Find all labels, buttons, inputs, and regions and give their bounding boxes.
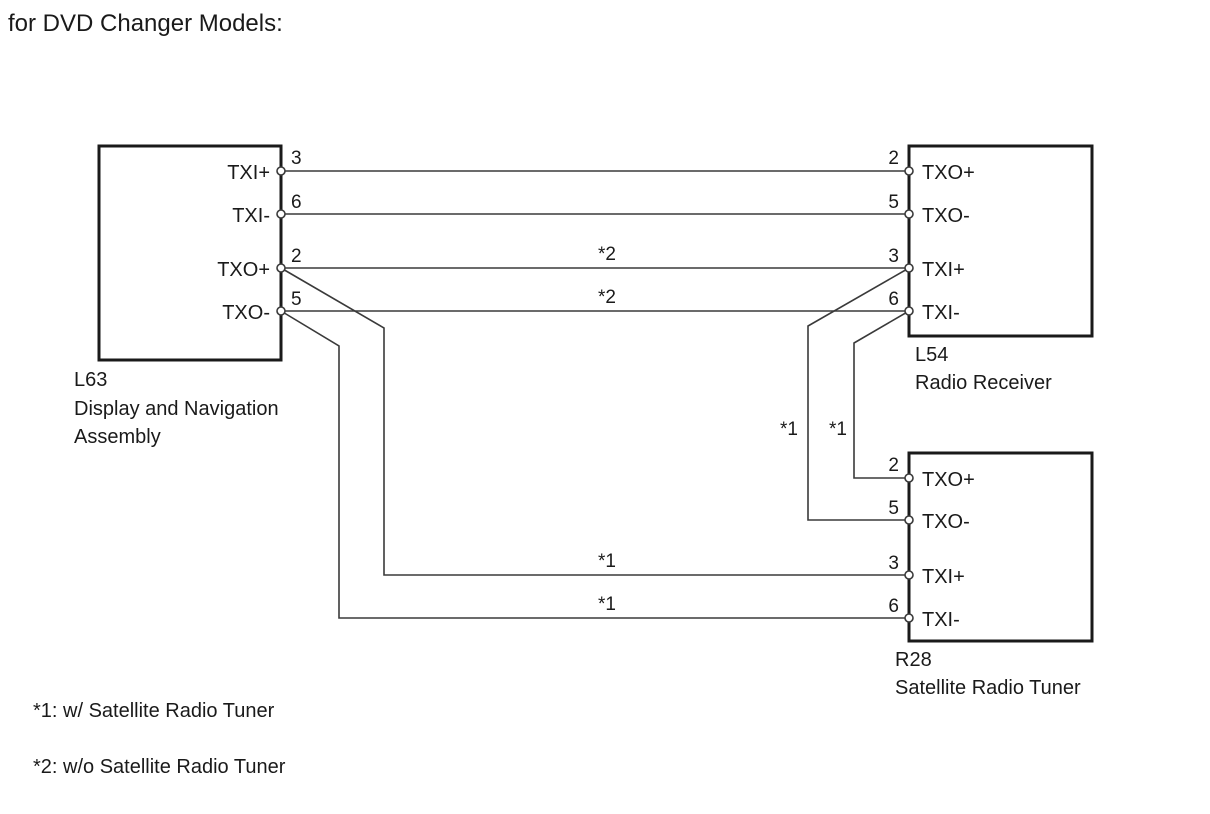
wire-mark-l63-r28-txo-plus: *1 xyxy=(598,551,616,572)
l54-signal-txo-minus: TXO- xyxy=(922,205,970,227)
l63-terminal-2 xyxy=(276,263,286,273)
r28-signal-txi-minus: TXI- xyxy=(922,609,960,631)
r28-name: Satellite Radio Tuner xyxy=(895,677,1081,699)
footnote-1: *1: w/ Satellite Radio Tuner xyxy=(33,700,275,722)
wire-l63-txo-minus-to-r28-txi-minus xyxy=(280,310,909,619)
r28-pin-3: 3 xyxy=(888,553,899,574)
wire-mark-l54-r28-txi-minus: *1 xyxy=(829,419,847,440)
l63-pin-6: 6 xyxy=(291,192,302,213)
r28-pin-2: 2 xyxy=(888,455,899,476)
r28-terminal-labels: TXO+ TXO- TXI+ TXI- 2 5 3 6 xyxy=(888,455,974,631)
r28-terminal-5 xyxy=(904,515,914,525)
diagram-title: for DVD Changer Models: xyxy=(8,10,283,37)
l63-box xyxy=(97,144,283,362)
l54-terminal-6 xyxy=(904,306,914,316)
l63-name-line2: Assembly xyxy=(74,426,161,448)
l54-name: Radio Receiver xyxy=(915,372,1052,394)
l54-signal-txi-minus: TXI- xyxy=(922,302,960,324)
footnote-2: *2: w/o Satellite Radio Tuner xyxy=(33,756,286,778)
wire-l63-txo-plus-to-r28-txi-plus xyxy=(280,267,909,576)
wire-mark-l63-r28-txo-minus: *1 xyxy=(598,594,616,615)
r28-code: R28 xyxy=(895,649,932,671)
r28-terminal-2 xyxy=(904,473,914,483)
l63-pin-2: 2 xyxy=(291,246,302,267)
l54-pin-3: 3 xyxy=(888,246,899,267)
l63-terminal-labels: TXI+ TXI- TXO+ TXO- 3 6 2 5 xyxy=(217,148,301,324)
terminals xyxy=(276,166,914,623)
wire-mark-l63-l54-txo-minus: *2 xyxy=(598,287,616,308)
r28-pin-6: 6 xyxy=(888,596,899,617)
l63-pin-3: 3 xyxy=(291,148,302,169)
l54-signal-txi-plus: TXI+ xyxy=(922,259,965,281)
l54-terminal-2 xyxy=(904,166,914,176)
l63-pin-5: 5 xyxy=(291,289,302,310)
wire-marks: *2 *2 *1 *1 *1 *1 xyxy=(598,244,847,615)
r28-pin-5: 5 xyxy=(888,498,899,519)
l54-terminal-5 xyxy=(904,209,914,219)
wires xyxy=(280,170,910,619)
r28-signal-txi-plus: TXI+ xyxy=(922,566,965,588)
l63-signal-txo-plus: TXO+ xyxy=(217,259,270,281)
r28-signal-txo-plus: TXO+ xyxy=(922,469,975,491)
r28-terminal-6 xyxy=(904,613,914,623)
l63-signal-txi-minus: TXI- xyxy=(232,205,270,227)
component-captions: L63 Display and Navigation Assembly L54 … xyxy=(74,344,1081,699)
l54-signal-txo-plus: TXO+ xyxy=(922,162,975,184)
l54-pin-5: 5 xyxy=(888,192,899,213)
r28-signal-txo-minus: TXO- xyxy=(922,511,970,533)
l63-terminal-3 xyxy=(276,166,286,176)
l54-pin-6: 6 xyxy=(888,289,899,310)
wire-l54-txi-plus-to-r28-txo-minus xyxy=(807,267,910,521)
l54-box xyxy=(907,144,1094,338)
l54-terminal-labels: TXO+ TXO- TXI+ TXI- 2 5 3 6 xyxy=(888,148,974,324)
footnotes: *1: w/ Satellite Radio Tuner *2: w/o Sat… xyxy=(33,700,286,778)
wire-mark-l63-l54-txo-plus: *2 xyxy=(598,244,616,265)
wire-l54-txi-minus-to-r28-txo-plus xyxy=(853,310,910,479)
l63-terminal-6 xyxy=(276,209,286,219)
l54-terminal-3 xyxy=(904,263,914,273)
l63-signal-txi-plus: TXI+ xyxy=(227,162,270,184)
l54-pin-2: 2 xyxy=(888,148,899,169)
r28-terminal-3 xyxy=(904,570,914,580)
wire-mark-l54-r28-txi-plus: *1 xyxy=(780,419,798,440)
l63-code: L63 xyxy=(74,369,107,391)
r28-box xyxy=(907,451,1094,643)
l63-terminal-5 xyxy=(276,306,286,316)
l63-name-line1: Display and Navigation xyxy=(74,398,279,420)
l54-code: L54 xyxy=(915,344,948,366)
l63-signal-txo-minus: TXO- xyxy=(222,302,270,324)
